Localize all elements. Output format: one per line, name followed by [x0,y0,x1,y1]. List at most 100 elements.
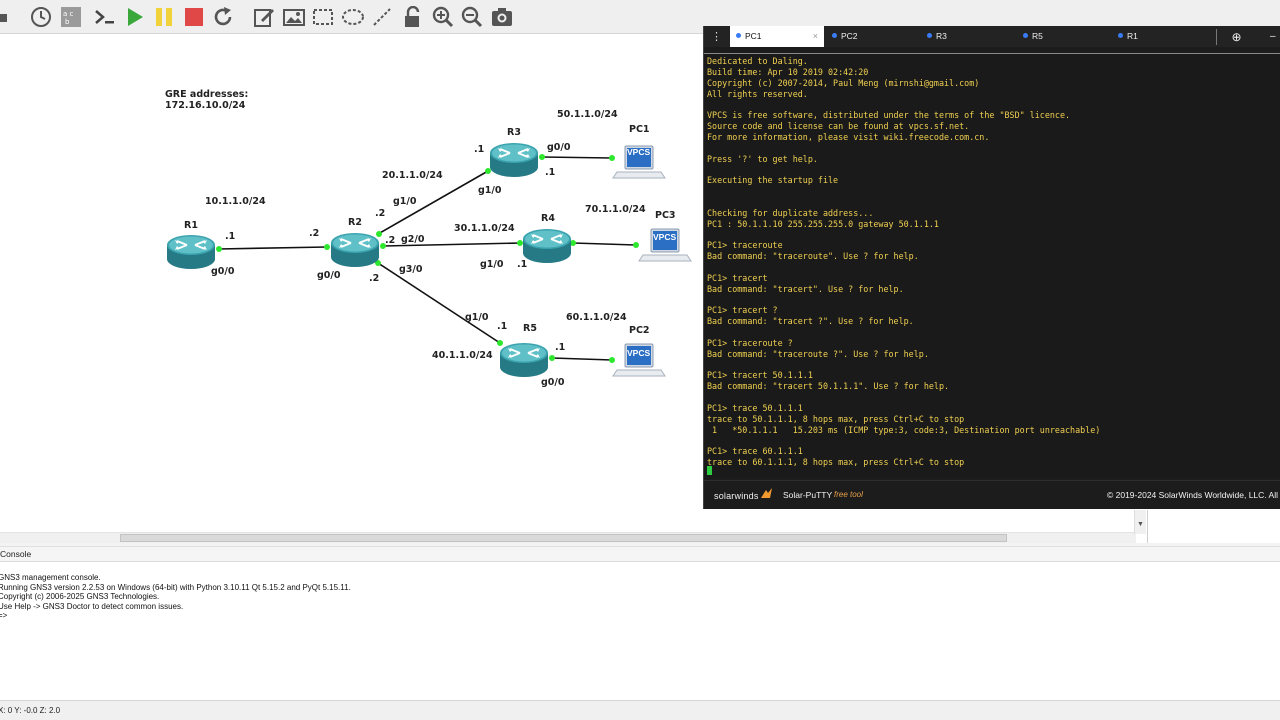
tab-label: PC2 [841,31,858,41]
terminal-line: All rights reserved. [707,88,808,99]
zoom-out-icon[interactable] [460,5,484,29]
canvas-horizontal-scrollbar[interactable] [0,532,1136,543]
session-status-dot [1118,33,1123,39]
lock-icon[interactable] [401,5,425,29]
port-label: g2/0 [401,234,425,245]
address-label: .1 [555,342,565,353]
router-r1[interactable] [166,234,216,270]
product-edition: free tool [834,490,863,499]
node-label-r4: R4 [541,213,555,224]
clock-icon[interactable] [29,5,53,29]
network-label: 20.1.1.0/24 [382,170,443,181]
port-label: g0/0 [317,270,341,281]
zoom-in-icon[interactable] [431,5,455,29]
close-tab-icon[interactable]: × [812,31,818,41]
terminal-output[interactable]: Dedicated to Daling.Build time: Apr 10 2… [704,53,1280,477]
console-output[interactable]: GNS3 management console. Running GNS3 ve… [0,573,1280,611]
terminal-line: VPCS is free software, distributed under… [707,110,1071,121]
terminal-line: PC1> trace 60.1.1.1 [707,446,803,457]
router-r2[interactable] [330,232,380,268]
solar-putty-window: ⋮ PC1 × PC2 R3 R5 R1 ⊕ – Dedicated to Da… [703,26,1280,509]
product-name: Solar-PuTTY [783,490,833,500]
router-r5[interactable] [499,342,549,378]
address-label: .2 [309,228,319,239]
link-r4-pc3[interactable] [572,242,637,246]
tab-r3[interactable]: R3 [927,26,947,47]
draw-rectangle-icon[interactable] [311,5,335,29]
node-label-r3: R3 [507,127,521,138]
node-label-pc3: PC3 [655,210,676,221]
address-label: .2 [385,235,395,246]
terminal-line: Copyright (c) 2007-2014, Paul Meng (mirn… [707,77,980,88]
topology-menu-icon[interactable] [0,5,16,29]
vpcs-pc3[interactable]: VPCS [638,228,692,262]
tab-pc2[interactable]: PC2 [832,26,858,47]
vpcs-pc1[interactable]: VPCS [612,145,666,179]
tab-pc1[interactable]: PC1 × [730,26,824,47]
terminal-line: PC1> tracert [707,272,768,283]
solarwinds-flame-icon [761,488,772,498]
terminal-line [707,197,1100,208]
stop-all-icon[interactable] [182,5,206,29]
port-label: g1/0 [480,259,504,270]
edit-note-icon[interactable] [252,5,276,29]
gre-note-title[interactable]: GRE addresses: [165,89,248,100]
topology-diagram[interactable]: VPCS VPCS VPCS R1 R2 R3 R4 R5 PC1 PC2 PC… [0,35,1147,532]
terminal-line [707,262,1100,273]
link-r5-pc2[interactable] [551,357,613,361]
console-line: Copyright (c) 2006-2025 GNS3 Technologie… [0,592,160,602]
node-label-r2: R2 [348,217,362,228]
console-title: Console [0,547,1280,562]
network-label: 70.1.1.0/24 [585,204,646,215]
screenshot-icon[interactable] [490,5,514,29]
canvas-vertical-scrollbar[interactable]: ▼ [1134,510,1146,534]
terminal-line: Checking for duplicate address... [707,207,874,218]
start-all-icon[interactable] [123,5,147,29]
address-label: .1 [517,259,527,270]
coordinates-readout: X: 0 Y: -0.0 Z: 2.0 [0,706,61,715]
terminal-line: Bad command: "traceroute ?". Use ? for h… [707,348,929,359]
reload-icon[interactable] [211,5,235,29]
terminal-line: Bad command: "tracert ?". Use ? for help… [707,316,914,327]
terminal-line [707,360,1100,371]
link-r1-r2[interactable] [217,246,328,250]
link-r2-r5[interactable] [377,262,501,344]
address-label: .1 [225,231,235,242]
add-tab-icon[interactable]: ⊕ [1216,29,1256,45]
minimize-icon[interactable]: – [1270,31,1276,42]
draw-line-icon[interactable] [370,5,394,29]
tab-label: R3 [936,31,947,41]
address-label: .2 [369,273,379,284]
draw-ellipse-icon[interactable] [341,5,365,29]
link-r3-pc1[interactable] [541,156,613,159]
terminal-line: trace to 50.1.1.1, 8 hops max, press Ctr… [707,413,965,424]
router-r4[interactable] [522,228,572,264]
terminal-line: Bad command: "traceroute". Use ? for hel… [707,251,919,262]
terminal-icon[interactable] [93,5,117,29]
network-label: 60.1.1.0/24 [566,312,627,323]
link-r2-r4[interactable] [382,242,521,247]
scrollbar-thumb[interactable] [120,534,1007,542]
link-r2-r3[interactable] [377,170,489,235]
console-prompt[interactable]: => [0,611,8,620]
session-status-dot [927,33,932,39]
terminal-line: Bad command: "tracert". Use ? for help. [707,283,904,294]
vpcs-pc2[interactable]: VPCS [612,343,666,377]
terminal-text: Dedicated to Daling.Build time: Apr 10 2… [707,56,1100,468]
terminal-line: Source code and license can be found at … [707,121,970,132]
insert-picture-icon[interactable] [282,5,306,29]
dock-splitter[interactable] [0,543,1280,547]
pause-all-icon[interactable] [152,5,176,29]
gre-note-value[interactable]: 172.16.10.0/24 [165,100,246,111]
tab-r1[interactable]: R1 [1118,26,1138,47]
terminal-line [707,99,1100,110]
terminal-cursor [707,466,712,475]
network-label: 10.1.1.0/24 [205,196,266,207]
network-label: 40.1.1.0/24 [432,350,493,361]
router-r3[interactable] [489,142,539,178]
terminal-line [707,327,1100,338]
kebab-menu-icon[interactable]: ⋮ [711,31,722,43]
tab-r5[interactable]: R5 [1023,26,1043,47]
